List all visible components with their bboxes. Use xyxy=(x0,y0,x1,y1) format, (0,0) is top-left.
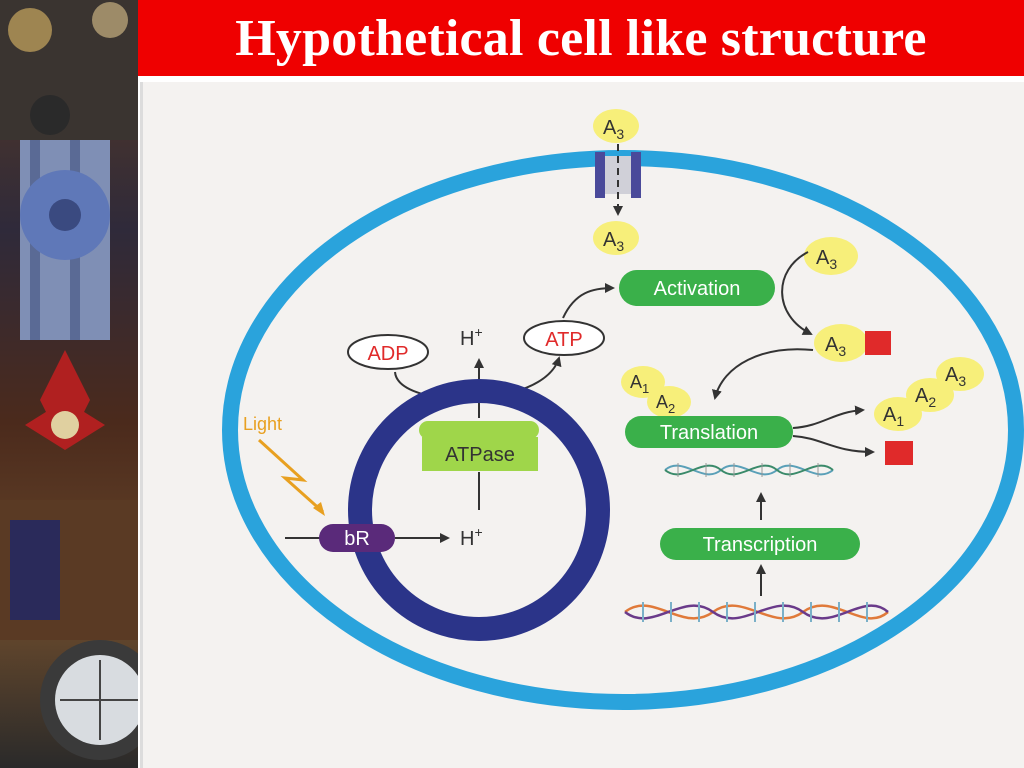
svg-text:A2: A2 xyxy=(915,385,936,410)
lightning-icon xyxy=(257,438,325,514)
cell-diagram: A3 A3 Activation A3 A3 ADP ATP xyxy=(222,109,1024,710)
adp-label: ADP xyxy=(367,343,408,365)
atp-to-activation-arrow xyxy=(562,283,615,319)
dna-double-helix-icon xyxy=(624,602,889,622)
translation-label: Translation xyxy=(660,422,758,444)
figure-panel: A3 A3 Activation A3 A3 ADP ATP xyxy=(140,82,1024,768)
a3-right-label: A xyxy=(816,247,830,269)
svg-text:A3: A3 xyxy=(825,334,846,359)
atp-node: ATP xyxy=(523,320,605,356)
activation-pill xyxy=(619,270,775,306)
svg-text:A3: A3 xyxy=(603,229,624,254)
svg-text:A1: A1 xyxy=(630,372,649,396)
a3-inside-label: A xyxy=(603,229,617,251)
a3-right-subscript: 3 xyxy=(829,256,837,272)
molecule-a1-output: A1 xyxy=(874,397,922,431)
svg-text:A2: A2 xyxy=(656,392,675,416)
activator-square xyxy=(865,331,891,355)
transcription-pill xyxy=(660,528,860,560)
decorative-collage-image xyxy=(0,0,138,768)
molecule-a3-inside: A3 xyxy=(593,221,639,255)
slide-title: Hypothetical cell like structure xyxy=(235,9,927,67)
a3-outside-label: A xyxy=(603,117,617,139)
atpase-label: ATPase xyxy=(445,444,515,466)
svg-text:A1: A1 xyxy=(883,404,904,429)
molecule-a3-right: A3 xyxy=(804,237,858,275)
a3-bound-label: A xyxy=(825,334,839,356)
molecule-a2-output: A2 xyxy=(906,378,954,412)
svg-text:A3: A3 xyxy=(945,364,966,389)
translation-pill xyxy=(625,416,793,448)
atpase-box xyxy=(422,437,538,471)
vesicle-membrane xyxy=(348,379,610,641)
translation-to-product-arrow xyxy=(792,405,865,429)
h-plus-bottom: H+ xyxy=(460,524,483,550)
dna-helix-icon xyxy=(664,463,834,477)
br-label: bR xyxy=(344,528,370,550)
activation-input-arrow xyxy=(781,251,813,335)
svg-text:A3: A3 xyxy=(816,247,837,272)
a3-bound-subscript: 3 xyxy=(838,343,846,359)
h-plus-top: H+ xyxy=(460,324,483,350)
bound-to-translation-arrow xyxy=(712,348,814,400)
transcription-label: Transcription xyxy=(703,534,818,556)
br-pill xyxy=(319,524,395,552)
collage-image xyxy=(0,0,138,760)
activation-label: Activation xyxy=(654,278,741,300)
molecule-a3-outside: A3 xyxy=(593,109,639,143)
molecule-a3-bound: A3 xyxy=(814,324,891,362)
svg-text:A3: A3 xyxy=(603,117,624,142)
molecule-a3-output: A3 xyxy=(936,357,984,391)
atpase-cap xyxy=(419,421,539,439)
molecule-a2-input: A2 xyxy=(647,386,691,418)
released-square xyxy=(885,441,913,465)
molecule-a1-input: A1 xyxy=(621,366,665,398)
a3-outside-subscript: 3 xyxy=(616,126,624,142)
atp-label: ATP xyxy=(545,329,582,351)
lightning-arrowhead xyxy=(313,502,325,516)
adp-node: ADP xyxy=(347,334,429,370)
a3-inside-subscript: 3 xyxy=(616,238,624,254)
translation-to-square-arrow xyxy=(792,435,875,457)
title-bar: Hypothetical cell like structure xyxy=(138,0,1024,76)
light-label: Light xyxy=(243,414,282,434)
